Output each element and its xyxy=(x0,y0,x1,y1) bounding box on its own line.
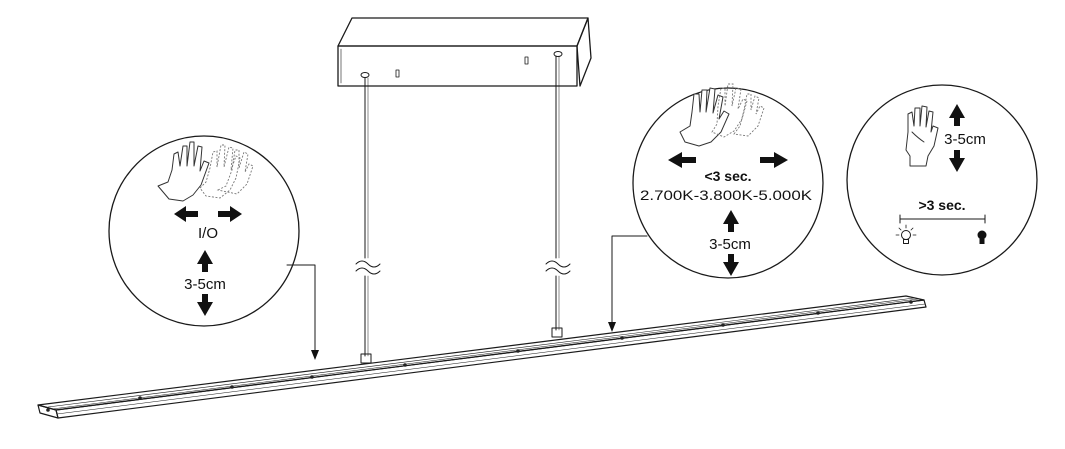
leader-arrow-right xyxy=(608,235,648,332)
hand-swipe-icon xyxy=(679,83,765,147)
hand-hold-icon xyxy=(905,105,939,167)
bulb-dim-icon xyxy=(895,224,917,244)
lamp-bar-dots xyxy=(46,300,913,412)
break-symbol-icon xyxy=(545,260,571,268)
arrow-icon xyxy=(949,104,965,172)
color-temperature-options: 2.700K-3.800K-5.000K xyxy=(640,188,812,203)
arrow-icon xyxy=(668,152,788,168)
time-label-short: <3 sec. xyxy=(704,168,751,184)
detail-circle-dimming: 3-5cm >3 sec. xyxy=(846,84,1038,276)
bulb-bright-icon xyxy=(977,230,987,244)
gesture-label-on-off: I/O xyxy=(198,225,218,242)
break-symbol-icon xyxy=(355,260,381,268)
leader-arrow-left xyxy=(286,264,319,360)
detail-circle-color-temperature: <3 sec. 2.700K-3.800K-5.000K 3-5cm xyxy=(632,83,824,279)
hand-swipe-icon xyxy=(157,141,254,202)
dimming-scale xyxy=(899,214,986,224)
detail-circle-on-off: I/O 3-5cm xyxy=(108,135,300,327)
suspension-cable-right xyxy=(545,55,571,338)
ceiling-canopy xyxy=(337,17,592,87)
distance-label: 3-5cm xyxy=(709,236,751,253)
lamp-bar xyxy=(37,295,927,419)
distance-label: 3-5cm xyxy=(184,276,226,293)
suspension-cable-left xyxy=(355,77,381,364)
arrow-icon xyxy=(174,206,242,222)
distance-label: 3-5cm xyxy=(944,131,986,148)
arrow-icon xyxy=(197,250,213,316)
time-label-long: >3 sec. xyxy=(918,197,965,213)
arrow-icon xyxy=(723,210,739,276)
